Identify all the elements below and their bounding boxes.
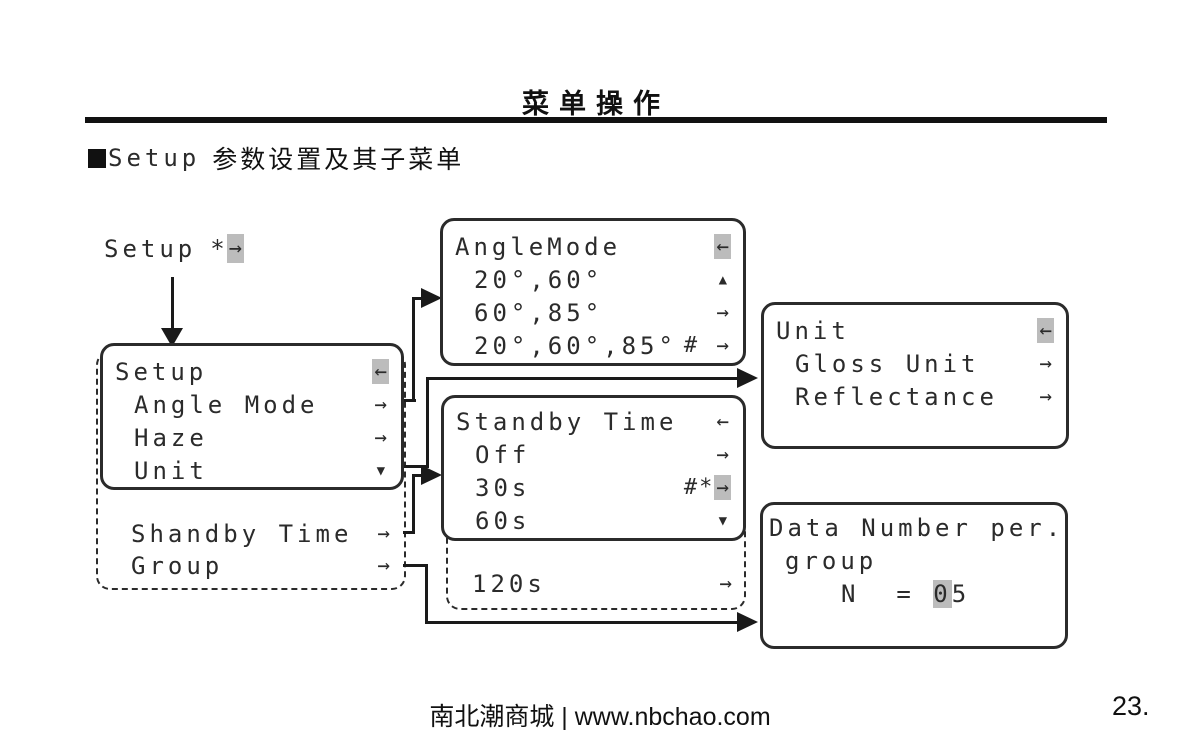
data-number-value-line: N = 05	[763, 578, 1065, 611]
menu-item-label: Off	[475, 440, 531, 469]
left-arrow-icon: ←	[372, 359, 389, 384]
down-arrow-icon: ▼	[718, 512, 727, 529]
section-bullet-icon	[88, 148, 106, 168]
right-arrow-icon: →	[716, 300, 729, 324]
down-arrowhead-icon	[161, 328, 183, 347]
menu-item-60s: 60s ▼	[444, 504, 743, 537]
star-mark: *	[210, 234, 225, 263]
menu-item-label: Unit	[776, 316, 850, 345]
right-arrow-icon: →	[374, 392, 387, 416]
menu-item-setup: Setup ←	[103, 355, 401, 388]
menu-item-label: 30s	[475, 473, 531, 502]
menu-item-60-85: 60°,85° →	[443, 296, 743, 329]
menu-item-haze: Haze →	[103, 421, 401, 454]
data-number-box: Data Number per. group N = 05	[760, 502, 1068, 649]
right-arrow-icon: →	[1039, 351, 1052, 375]
hash-mark: #	[683, 333, 715, 358]
title-underline	[85, 117, 1107, 123]
page-number: 23.	[1112, 691, 1150, 721]
menu-item-label: 60s	[475, 506, 531, 535]
connector-unit-v	[426, 377, 429, 468]
connector-anglemode-h2	[412, 297, 424, 300]
menu-item-standby-header: Standby Time ←	[444, 405, 743, 438]
n-value-digit: 5	[951, 580, 971, 608]
footer-site-text: 南北潮商城 | www.nbchao.com	[429, 703, 771, 731]
right-arrow-icon: →	[716, 442, 729, 466]
right-arrow-icon: →	[374, 425, 387, 449]
connector-standby-h1	[403, 531, 415, 534]
menu-item-label: 60°,85°	[474, 298, 604, 327]
up-arrow-icon: ▲	[718, 271, 727, 288]
n-value-highlighted-digit: 0	[933, 580, 952, 608]
connector-group-h2	[425, 621, 739, 624]
angle-mode-menu-box: AngleMode ← 20°,60° ▲ 60°,85° → 20°,60°,…	[440, 218, 746, 366]
left-arrow-icon: ←	[716, 409, 729, 433]
menu-item-off: Off →	[444, 438, 743, 471]
menu-item-label: Standby Time	[456, 407, 678, 436]
hash-star-marks: #*	[683, 475, 715, 500]
connector-standby-v	[412, 474, 415, 534]
page-title: 菜单操作	[522, 89, 670, 120]
menu-item-unit: Unit ▼	[103, 454, 401, 487]
menu-item-label: Group	[131, 551, 224, 580]
section-description: 参数设置及其子菜单	[212, 146, 465, 174]
menu-item-label: AngleMode	[455, 232, 622, 261]
menu-item-20-60-85: 20°,60°,85° # →	[443, 329, 743, 362]
menu-item-label: Reflectance	[795, 382, 998, 411]
left-arrow-icon: ←	[1037, 318, 1054, 343]
connector-group-v	[425, 564, 428, 624]
menu-item-20-60: 20°,60° ▲	[443, 263, 743, 296]
left-arrow-icon: ←	[714, 234, 731, 259]
section-name: Setup	[108, 144, 201, 172]
right-arrow-icon: →	[716, 333, 729, 357]
menu-item-label: Setup	[115, 357, 208, 386]
right-arrow-icon: →	[719, 571, 732, 595]
menu-item-unit-header: Unit ←	[764, 314, 1066, 347]
connector-anglemode-v	[412, 297, 415, 402]
connector-group-h1	[403, 564, 428, 567]
right-arrowhead-icon	[421, 288, 442, 308]
right-arrow-icon: →	[377, 521, 390, 545]
down-arrow-icon: ▼	[376, 462, 385, 479]
menu-item-label: 120s	[472, 569, 546, 598]
setup-menu-box: Setup ← Angle Mode → Haze → Unit ▼	[100, 343, 404, 490]
connector-unit-h2	[426, 377, 739, 380]
right-arrow-icon: →	[377, 553, 390, 577]
menu-item-gloss-unit: Gloss Unit →	[764, 347, 1066, 380]
menu-item-120s: 120s →	[441, 567, 746, 600]
data-number-line1: Data Number per.	[769, 514, 1065, 542]
right-arrow-icon: →	[714, 475, 731, 500]
connector-anglemode-h1	[402, 399, 416, 402]
root-menu-label: Setup * →	[104, 234, 244, 263]
connector-unit-h1	[402, 465, 429, 468]
n-equals-label: N =	[841, 580, 934, 608]
menu-item-label: Angle Mode	[134, 390, 319, 419]
menu-item-label: Gloss Unit	[795, 349, 980, 378]
section-heading: Setup 参数设置及其子菜单	[88, 140, 464, 176]
right-arrow-icon: →	[226, 234, 244, 263]
right-arrowhead-icon	[421, 465, 442, 485]
connector-standby-h2	[412, 474, 423, 477]
menu-item-anglemode-header: AngleMode ←	[443, 230, 743, 263]
menu-item-label: Shandby Time	[131, 519, 353, 548]
standby-time-menu-box: Standby Time ← Off → 30s #*→ 60s ▼	[441, 395, 746, 541]
menu-item-angle-mode: Angle Mode →	[103, 388, 401, 421]
menu-item-label: 20°,60°	[474, 265, 604, 294]
menu-item-label: Haze	[134, 423, 208, 452]
right-arrow-icon: →	[1039, 384, 1052, 408]
unit-menu-box: Unit ← Gloss Unit → Reflectance →	[761, 302, 1069, 449]
menu-item-group: Group →	[100, 549, 404, 582]
right-arrowhead-icon	[737, 368, 758, 388]
menu-item-30s: 30s #*→	[444, 471, 743, 504]
right-arrowhead-icon	[737, 612, 758, 632]
menu-item-reflectance: Reflectance →	[764, 380, 1066, 413]
root-menu-text: Setup	[104, 234, 197, 263]
menu-item-shandby-time: Shandby Time →	[100, 517, 404, 550]
entry-arrow-line	[171, 277, 174, 330]
data-number-line2: group	[785, 547, 878, 575]
menu-item-label: 20°,60°,85°	[474, 331, 677, 360]
menu-item-label: Unit	[134, 456, 208, 485]
